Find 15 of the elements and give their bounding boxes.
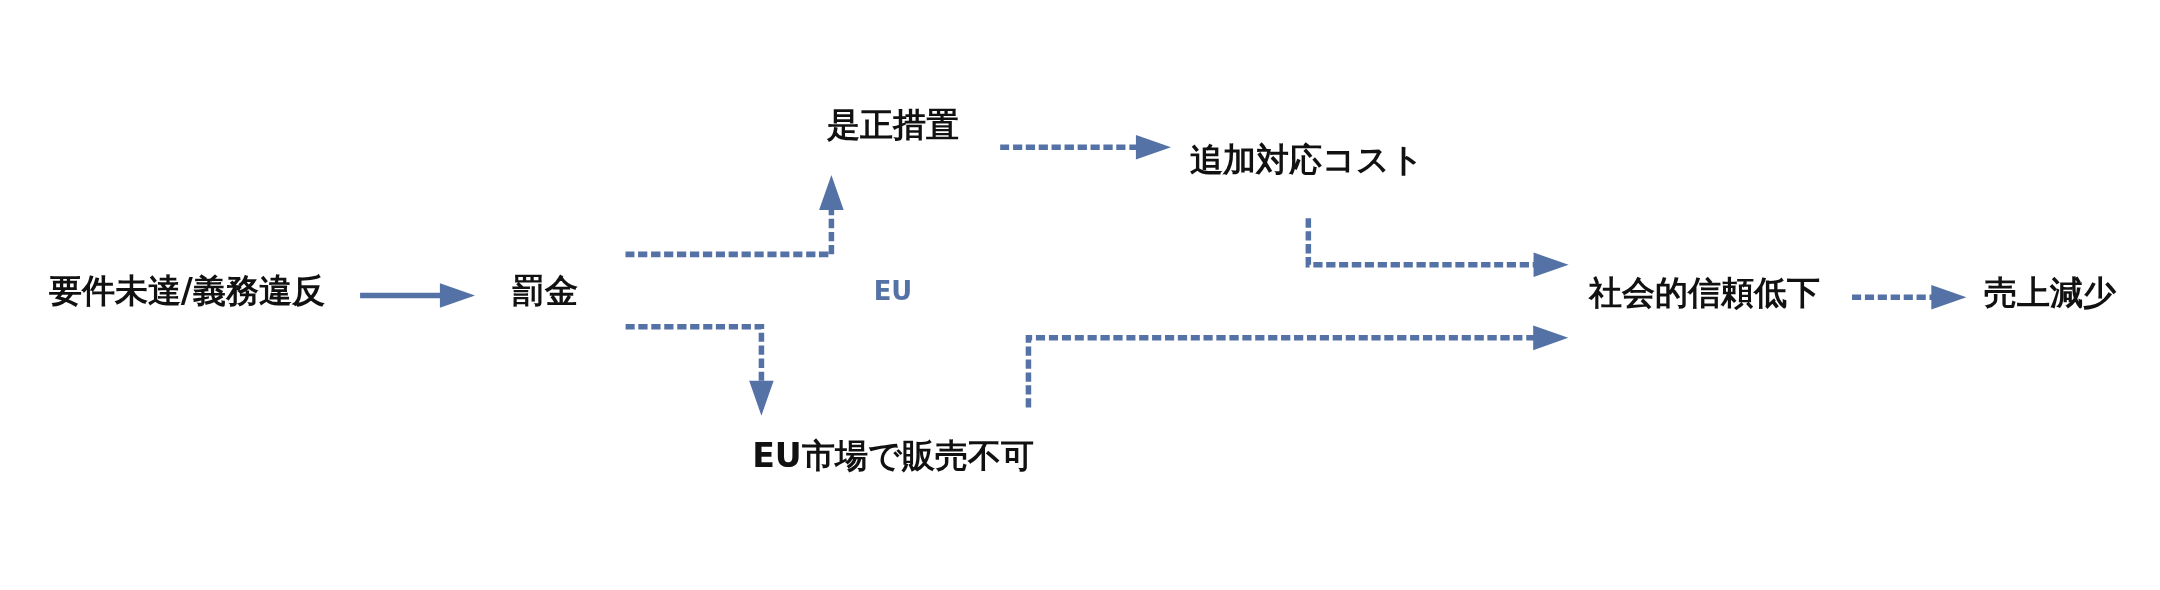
node-text: 罰金: [511, 270, 578, 310]
label: EU: [873, 275, 913, 306]
arrow: [1000, 134, 1171, 160]
node-text: 社会的信頼低下: [1589, 272, 1821, 312]
node-text: 是正措置: [826, 104, 959, 144]
arrow: [1852, 284, 1967, 310]
node-text: EU市場で販売不可: [752, 435, 1034, 475]
arrow: [1025, 325, 1569, 407]
arrow: [1305, 217, 1569, 277]
node-text: 要件未達/義務違反: [48, 270, 325, 310]
arrow: [360, 282, 475, 308]
node-text: 追加対応コスト: [1189, 139, 1424, 179]
arrow: [625, 174, 844, 257]
arrow: [625, 323, 774, 416]
node-text: 売上減少: [1984, 272, 2117, 312]
